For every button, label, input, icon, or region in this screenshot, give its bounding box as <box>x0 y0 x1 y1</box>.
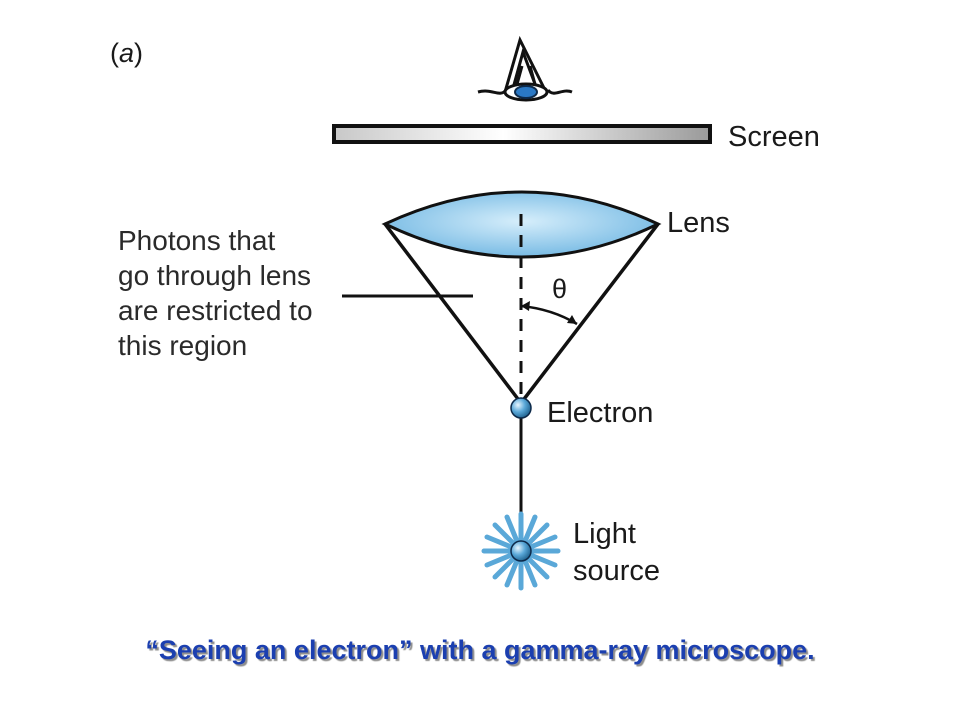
screen-label: Screen <box>728 121 820 153</box>
lens-label: Lens <box>667 207 730 239</box>
screen <box>332 124 712 144</box>
cone-right-edge <box>519 222 660 405</box>
note-line-4: this region <box>118 330 247 361</box>
angle-arrow-right <box>567 315 577 324</box>
photon-note: Photons that go through lens are restric… <box>118 225 313 361</box>
electron-label: Electron <box>547 397 653 429</box>
angle-arrow-left <box>521 301 530 311</box>
note-line-3: are restricted to <box>118 295 313 326</box>
note-line-2: go through lens <box>118 260 311 291</box>
light-label-2: source <box>573 555 660 587</box>
electron <box>510 397 532 419</box>
figure-caption: “Seeing an electron” with a gamma-ray mi… <box>145 635 815 665</box>
eye-icon <box>477 35 573 102</box>
theta-label: θ <box>552 274 567 304</box>
cone-left-edge <box>383 222 523 405</box>
panel-label: (a) <box>110 38 143 68</box>
note-line-1: Photons that <box>118 225 275 256</box>
light-source-core <box>510 540 532 562</box>
light-label-1: Light <box>573 518 636 550</box>
